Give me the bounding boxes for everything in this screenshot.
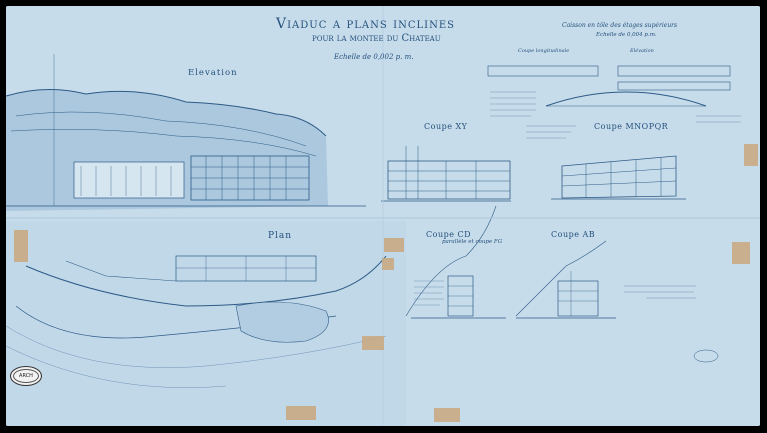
coupe-mnopqr-label: Coupe MNOPQR bbox=[594, 122, 669, 131]
scale-note: Echelle de 0,002 p. m. bbox=[334, 53, 414, 61]
blueprint-sheet: Viaduc a plans inclines pour la montee d… bbox=[6, 6, 760, 426]
tape-patch bbox=[14, 230, 28, 262]
tape-patch bbox=[744, 144, 758, 166]
tape-patch bbox=[434, 408, 460, 422]
drawing-title: Viaduc a plans inclines bbox=[276, 16, 455, 32]
coupe-cd-label: Coupe CD bbox=[426, 230, 472, 239]
tape-patch bbox=[362, 336, 384, 350]
blueprint-drawing bbox=[6, 6, 760, 426]
corner-note-line1: Caisson en tôle des étages supérieurs bbox=[562, 22, 678, 29]
archive-stamp: ARCH bbox=[10, 366, 42, 386]
elevation-label: Elevation bbox=[188, 68, 238, 78]
tape-patch bbox=[382, 258, 394, 270]
tape-patch bbox=[286, 406, 316, 420]
elevation-small-label: Elévation bbox=[630, 48, 654, 54]
plan-label: Plan bbox=[268, 231, 293, 241]
corner-note-line2: Echelle de 0,004 p.m. bbox=[596, 32, 657, 38]
coupe-cd-sublabel: parallèle et coupe FG bbox=[442, 239, 503, 245]
tape-patch bbox=[732, 242, 750, 264]
coupe-xy-label: Coupe XY bbox=[424, 122, 468, 131]
drawing-subtitle: pour la montee du Chateau bbox=[312, 33, 441, 44]
coupe-ab-label: Coupe AB bbox=[551, 230, 596, 239]
coupe-longitudinale-label: Coupe longitudinale bbox=[518, 48, 570, 54]
tape-patch bbox=[384, 238, 404, 252]
